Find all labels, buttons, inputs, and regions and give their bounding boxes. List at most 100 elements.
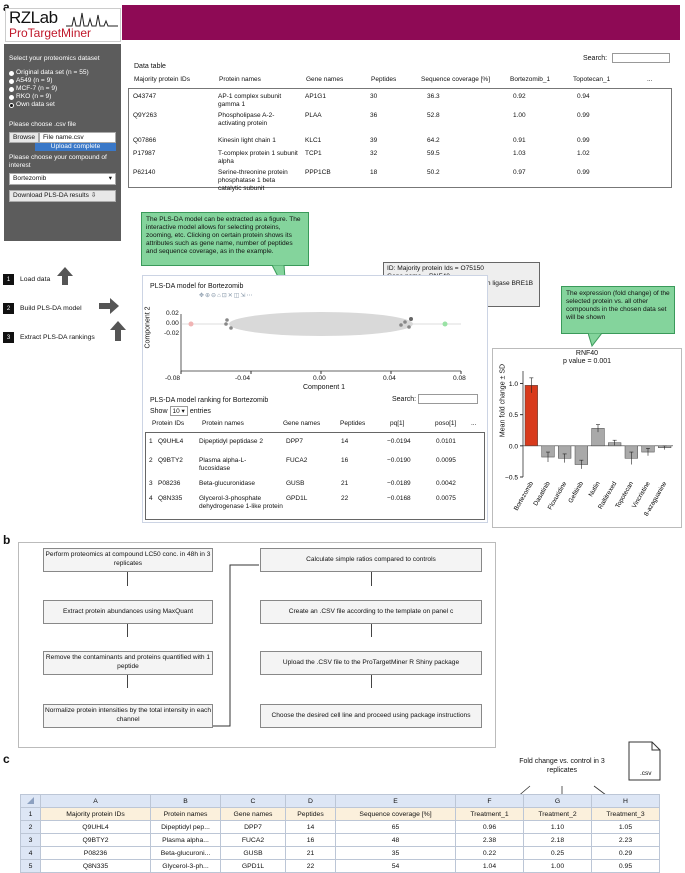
column-header[interactable]: Peptides [340,420,366,427]
sheet-cell[interactable]: 14 [285,820,336,834]
fold-chart: RNF40 p value = 0.001 Mean fold change ±… [492,348,682,528]
sheet-cell[interactable]: Q9UHL4 [40,820,151,834]
col-letter[interactable]: F [455,794,524,808]
radio-original[interactable]: Original data set (n = 55) [9,69,116,77]
data-table-search-input[interactable] [612,53,670,63]
row-number[interactable]: 1 [20,807,41,821]
col-letter[interactable]: H [591,794,660,808]
workflow-step: Calculate simple ratios compared to cont… [260,548,482,572]
sheet-cell[interactable]: Gene names [220,807,286,821]
sheet-cell[interactable]: 48 [335,833,456,847]
col-letter[interactable]: D [285,794,336,808]
logo-subtitle: ProTargetMiner [9,26,92,40]
sheet-cell[interactable]: Q8N335 [40,859,151,873]
sheet-cell[interactable]: 0.96 [455,820,524,834]
sheet-cell[interactable]: Majority protein IDs [40,807,151,821]
sheet-cell[interactable]: 0.95 [591,859,660,873]
radio-label: Own data set [16,101,55,109]
radio-a549[interactable]: A549 (n = 9) [9,77,116,85]
panel-label-b: b [3,533,11,547]
column-header: ... [471,420,477,427]
col-letter[interactable]: B [150,794,221,808]
workflow-step: Perform proteomics at compound LC50 conc… [43,548,213,572]
table-row[interactable]: O43747 AP-1 complex subunit gamma 1 AP1G… [129,93,671,108]
flow-link [203,564,259,727]
column-header[interactable]: Gene names [283,420,321,427]
table-row[interactable]: P17987 T-complex protein 1 subunit alpha… [129,150,671,165]
ranking-search-label: Search: [392,396,417,403]
sheet-cell[interactable]: 2.38 [455,833,524,847]
sheet-cell[interactable]: 22 [285,859,336,873]
radio-own[interactable]: Own data set [9,101,116,109]
table-row[interactable]: 2 Q9BTY2 Plasma alpha-L-fucosidase FUCA2… [146,457,484,473]
sheet-cell[interactable]: 1.05 [591,820,660,834]
sheet-cell[interactable]: 1.00 [523,859,592,873]
sheet-cell[interactable]: Treatment_3 [591,807,660,821]
col-letter[interactable]: C [220,794,286,808]
col-letter[interactable]: E [335,794,456,808]
col-letter[interactable]: A [40,794,151,808]
entries-select[interactable]: 10 ▾ [169,406,188,416]
sheet-cell[interactable]: Protein names [150,807,221,821]
cell: P17987 [133,150,156,157]
sheet-cell[interactable]: 54 [335,859,456,873]
browse-button[interactable]: Browse [9,132,39,144]
sheet-cell[interactable]: Treatment_2 [523,807,592,821]
cell: 0.99 [577,169,590,176]
cell: 0.0101 [436,438,456,445]
column-header[interactable]: Sequence coverage [%] [421,76,491,83]
row-number[interactable]: 5 [20,859,41,873]
sheet-cell[interactable]: 16 [285,833,336,847]
sheet-cell[interactable]: Plasma alpha... [150,833,221,847]
column-header[interactable]: Protein names [219,76,261,83]
column-header[interactable]: Protein IDs [152,420,185,427]
plot-toolbar[interactable]: ✥⊕⊖⌂⊡✕◫⇲⋯ [199,293,254,299]
row-number[interactable]: 4 [20,846,41,860]
file-name-field[interactable]: File name.csv [39,132,116,144]
table-row[interactable]: P62140 Serine-threonine protein phosphat… [129,169,671,192]
sheet-cell[interactable]: FUCA2 [220,833,286,847]
sheet-cell[interactable]: Glycerol-3-ph... [150,859,221,873]
row-number[interactable]: 2 [20,820,41,834]
table-row[interactable]: Q07866 Kinesin light chain 1 KLC1 39 64.… [129,137,671,147]
arrow-right-icon [99,298,119,314]
column-header[interactable]: Peptides [371,76,397,83]
sheet-cell[interactable]: Dipeptidyl pep... [150,820,221,834]
sheet-cell[interactable]: Q9BTY2 [40,833,151,847]
sheet-cell[interactable]: 2.18 [523,833,592,847]
row-number[interactable]: 3 [20,833,41,847]
table-row[interactable]: Q9Y263 Phospholipase A-2-activating prot… [129,112,671,127]
column-header[interactable]: Majority protein IDs [134,76,190,83]
radio-rko[interactable]: RKO (n = 9) [9,93,116,101]
sheet-cell[interactable]: 2.23 [591,833,660,847]
sheet-cell[interactable]: Peptides [285,807,336,821]
y-tick-label: 0.00 [166,320,179,327]
radio-mcf7[interactable]: MCF-7 (n = 9) [9,85,116,93]
table-row[interactable]: 3 P08236 Beta-glucuronidase GUSB 21 −0.0… [146,480,484,490]
selected-point [409,317,413,321]
plsda-plot[interactable] [143,276,489,388]
ranking-search-input[interactable] [418,394,478,404]
column-header[interactable]: Topotecan_1 [573,76,611,83]
sheet-cell[interactable]: 65 [335,820,456,834]
sheet-cell[interactable]: 1.10 [523,820,592,834]
table-row[interactable]: 4 Q8N335 Glycerol-3-phosphate dehydrogen… [146,495,484,519]
sheet-cell[interactable]: 1.04 [455,859,524,873]
column-header[interactable]: poso[1] [435,420,457,427]
cell: FUCA2 [286,457,308,464]
sheet-cell[interactable]: GPD1L [220,859,286,873]
sheet-cell[interactable]: Treatment_1 [455,807,524,821]
sheet-cell[interactable]: Sequence coverage [%] [335,807,456,821]
table-row[interactable]: 1 Q9UHL4 Dipeptidyl peptidase 2 DPP7 14 … [146,438,484,454]
cell: 32 [370,150,378,157]
column-header[interactable]: pq[1] [390,420,405,427]
column-header[interactable]: Protein names [202,420,244,427]
sheet-cell[interactable]: DPP7 [220,820,286,834]
cell: 22 [341,495,349,502]
col-letter[interactable]: G [523,794,592,808]
download-button[interactable]: Download PLS-DA results ⇩ [9,190,116,203]
column-header[interactable]: Bortezomib_1 [510,76,551,83]
column-header[interactable]: Gene names [306,76,344,83]
compound-select[interactable]: Bortezomib ▾ [9,173,116,186]
select-all-corner[interactable] [20,794,41,808]
